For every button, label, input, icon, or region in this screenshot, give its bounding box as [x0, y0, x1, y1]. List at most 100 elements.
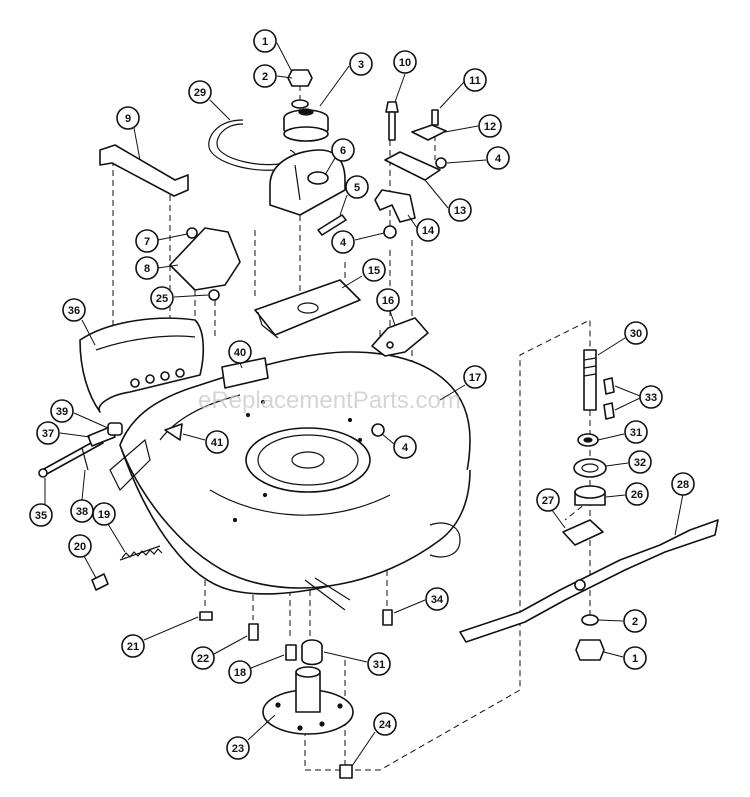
callout-number: 1	[262, 36, 268, 48]
callout-number: 34	[431, 594, 444, 606]
callout-number: 38	[76, 506, 88, 518]
callout-number: 41	[211, 437, 223, 449]
callout-number: 11	[469, 75, 481, 87]
decal	[221, 357, 269, 389]
callout-bubble	[135, 229, 159, 253]
mower-blade	[459, 519, 719, 643]
discharge-chute	[79, 317, 205, 413]
callout-number: 31	[373, 659, 385, 671]
spindle-assembly	[573, 349, 615, 506]
callout-bubble	[373, 712, 397, 736]
callout-bubble	[228, 340, 252, 364]
callout-number: 18	[234, 667, 246, 679]
callout-bubble	[116, 106, 140, 130]
callout-number: 5	[354, 182, 360, 194]
callout-bubble	[367, 652, 391, 676]
callout-bubble	[226, 736, 250, 760]
callout-number: 36	[68, 305, 80, 317]
callout-number: 39	[56, 406, 68, 418]
decal	[164, 423, 183, 441]
callout-bubble	[671, 472, 695, 496]
callout-number: 4	[340, 237, 347, 249]
callout-number: 31	[630, 427, 642, 439]
blade-hardware	[575, 614, 605, 661]
callout-bubble	[253, 29, 277, 53]
callout-bubble	[463, 68, 487, 92]
bearing	[301, 639, 323, 666]
callout-bubble	[150, 286, 174, 310]
callout-number: 8	[144, 263, 150, 275]
callout-bubble	[29, 503, 53, 527]
callout-number: 32	[634, 457, 646, 469]
callout-bubble	[628, 450, 652, 474]
callout-number: 6	[340, 145, 346, 157]
callout-bubble	[331, 230, 355, 254]
callout-number: 14	[422, 225, 435, 237]
callout-bubble	[478, 114, 502, 138]
callout-bubble	[425, 587, 449, 611]
callout-bubble	[253, 64, 277, 88]
callout-number: 29	[194, 87, 206, 99]
callout-number: 33	[645, 392, 657, 404]
callout-bubble	[92, 502, 116, 526]
callout-bubble	[362, 258, 386, 282]
callout-number: 26	[631, 489, 643, 501]
spring-and-clip	[91, 545, 163, 591]
callout-bubble	[62, 298, 86, 322]
nut	[371, 157, 447, 437]
callout-bubble	[228, 660, 252, 684]
bracket	[371, 317, 429, 357]
callout-bubble	[205, 430, 229, 454]
callout-number: 13	[454, 205, 466, 217]
callout-number: 3	[358, 59, 364, 71]
bracket-hardware	[385, 101, 447, 141]
callout-number: 35	[35, 510, 47, 522]
callout-number: 40	[234, 347, 246, 359]
bracket	[374, 151, 441, 223]
callout-bubble	[624, 321, 648, 345]
callout-bubble	[393, 50, 417, 74]
callout-number: 2	[262, 71, 268, 83]
callout-number: 22	[197, 653, 209, 665]
callout-bubble	[191, 646, 215, 670]
callout-bubble	[376, 288, 400, 312]
callout-bubble	[625, 482, 649, 506]
callout-number: 23	[232, 743, 244, 755]
callout-bubble	[448, 198, 472, 222]
callout-bubble	[188, 80, 212, 104]
callout-number: 28	[677, 479, 689, 491]
callout-bubble	[623, 609, 647, 633]
callout-bubble	[463, 365, 487, 389]
callout-bubble	[135, 256, 159, 280]
callout-bubble	[624, 420, 648, 444]
callout-number: 16	[382, 295, 394, 307]
mounting-plate	[254, 279, 361, 339]
callout-bubble	[416, 218, 440, 242]
mower-deck-housing	[109, 351, 471, 611]
callouts: 1 2 3 10 11 29 9 12 6	[29, 29, 695, 767]
callout-bubble	[121, 634, 145, 658]
callout-bubble	[536, 488, 560, 512]
callout-bubble	[50, 399, 74, 423]
bracket	[99, 144, 189, 197]
callout-number: 7	[144, 236, 150, 248]
callout-number: 24	[379, 719, 392, 731]
callout-bubble	[68, 534, 92, 558]
callout-bubble	[349, 52, 373, 76]
callout-bubble	[345, 175, 369, 199]
callout-number: 17	[469, 372, 481, 384]
callout-number: 15	[368, 265, 380, 277]
watermark: eReplacementParts.com	[198, 387, 461, 414]
screw	[317, 214, 347, 236]
callout-number: 21	[127, 641, 139, 653]
callout-number: 37	[42, 428, 54, 440]
callout-number: 12	[484, 121, 496, 133]
callout-number: 9	[125, 113, 131, 125]
hinge-pin-assembly	[38, 422, 123, 478]
callout-number: 1	[632, 653, 638, 665]
callout-bubble	[486, 146, 510, 170]
bottom-bolts	[199, 609, 393, 779]
pulley-stack	[283, 69, 329, 142]
callout-number: 25	[156, 293, 168, 305]
